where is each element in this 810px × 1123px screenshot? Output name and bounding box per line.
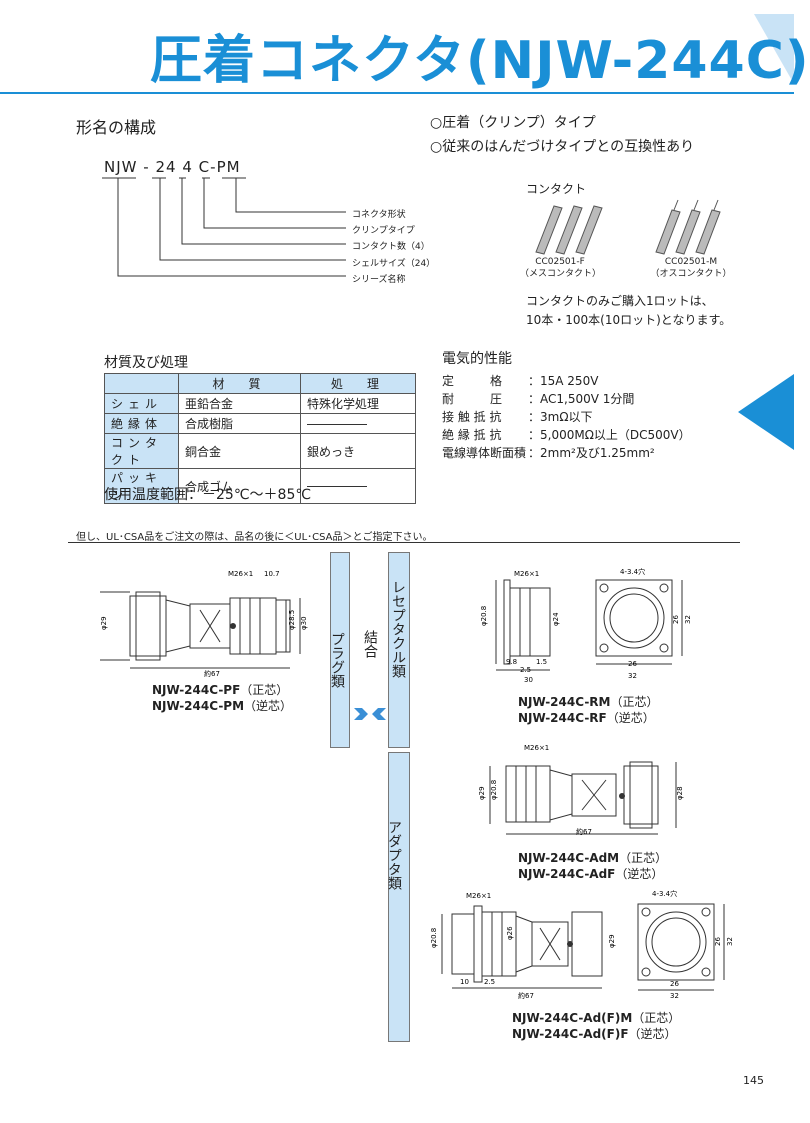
svg-text:φ20.8: φ20.8 <box>490 780 498 800</box>
svg-text:φ29: φ29 <box>100 616 108 630</box>
adapter-f-front-drawing: 4-3.4穴 26 32 26 32 <box>637 889 734 1000</box>
model-legend-lines <box>102 177 346 277</box>
svg-text:26: 26 <box>670 980 679 988</box>
receptacle-side-drawing: M26×1 φ20.8 φ24 9.8 1.5 2.5 30 <box>480 570 560 684</box>
svg-text:M26×1: M26×1 <box>514 570 539 578</box>
plug-drawing: M26×1 10.7 φ29 φ28.5 φ30 約67 <box>100 570 308 678</box>
svg-text:4-3.4穴: 4-3.4穴 <box>620 567 645 576</box>
table-row: 絶縁体 合成樹脂 <box>104 413 416 434</box>
svg-text:9.8: 9.8 <box>506 658 517 666</box>
page-title: 圧着コネクタ(NJW-244C) <box>150 31 810 91</box>
code-part-contacts: 4 <box>182 158 193 176</box>
svg-text:32: 32 <box>726 937 734 946</box>
table-row: シェル 亜鉛合金 特殊化学処理 <box>104 393 416 414</box>
adapter-band <box>388 752 410 1042</box>
contact-heading: コンタクト <box>526 182 587 196</box>
perf-row-rating: 定 格：15A 250V <box>442 374 599 388</box>
code-part-series: NJW <box>104 158 138 176</box>
perf-row-insulation: 絶 縁 抵 抗：5,000MΩ以上（DC500V） <box>442 428 691 442</box>
code-part-shell: 24 <box>155 158 177 176</box>
male-contact-caption: CC02501-M （オスコンタクト） <box>650 257 732 279</box>
title-rule <box>0 92 794 94</box>
order-note: 但し、UL･CSA品をご注文の際は、品名の後に＜UL･CSA品＞とご指定下さい。 <box>76 532 433 543</box>
svg-text:10.7: 10.7 <box>264 570 280 578</box>
male-contact-image <box>655 199 721 255</box>
svg-text:φ29: φ29 <box>478 786 486 800</box>
contact-note: コンタクトのみご購入1ロットは、 10本・100本(10ロット)となります。 <box>526 294 732 327</box>
svg-text:2.5: 2.5 <box>484 978 495 986</box>
svg-text:26: 26 <box>628 660 637 668</box>
svg-text:30: 30 <box>524 676 533 684</box>
perf-row-contact-resistance: 接 触 抵 抗：3mΩ以下 <box>442 410 593 424</box>
svg-text:φ29: φ29 <box>608 934 616 948</box>
receptacle-band-label: レセプタクル類 <box>390 580 406 678</box>
svg-text:φ26: φ26 <box>506 926 514 940</box>
svg-text:2.5: 2.5 <box>520 666 531 674</box>
svg-text:φ28: φ28 <box>676 786 684 800</box>
code-part-shape: PM <box>216 158 241 176</box>
svg-text:1.5: 1.5 <box>536 658 547 666</box>
table-row: パッキン 合成ゴム <box>104 468 416 504</box>
svg-text:φ24: φ24 <box>552 612 560 626</box>
table-row: コンタクト 銅合金 銀めっき <box>104 433 416 469</box>
join-arrows-icon <box>354 708 386 720</box>
table-header-row: 材 質 処 理 <box>104 373 416 394</box>
page-number: 145 <box>743 1074 764 1087</box>
svg-text:約67: 約67 <box>576 827 592 836</box>
corner-decoration <box>754 14 794 84</box>
plug-caption: NJW-244C-PF（正芯） NJW-244C-PM（逆芯） <box>152 683 293 713</box>
note-rule <box>68 542 740 543</box>
svg-text:4-3.4穴: 4-3.4穴 <box>652 889 677 898</box>
svg-text:M26×1: M26×1 <box>524 744 549 752</box>
svg-text:φ30: φ30 <box>300 616 308 630</box>
join-label: 結合 <box>362 630 378 658</box>
feature-list: ○圧着（クリンプ）タイプ ○従来のはんだづけタイプとの互換性あり <box>430 115 695 155</box>
svg-text:φ20.8: φ20.8 <box>430 928 438 948</box>
female-contact-caption: CC02501-F （メスコンタクト） <box>520 257 602 279</box>
side-tab-decoration <box>738 374 794 450</box>
svg-text:32: 32 <box>684 615 692 624</box>
adapter-band-label: アダプタ類 <box>386 820 402 890</box>
female-contact-image <box>535 205 603 255</box>
svg-text:M26×1: M26×1 <box>228 570 253 578</box>
perf-row-withstand: 耐 圧：AC1,500V 1分間 <box>442 392 635 406</box>
svg-text:約67: 約67 <box>518 991 534 1000</box>
adapter-f-caption: NJW-244C-Ad(F)M（正芯） NJW-244C-Ad(F)F（逆芯） <box>512 1011 681 1041</box>
svg-text:10: 10 <box>460 978 469 986</box>
receptacle-band <box>388 552 410 748</box>
materials-table: 材 質 処 理 シェル 亜鉛合金 特殊化学処理 絶縁体 合成樹脂 コンタクト 銅… <box>104 373 416 504</box>
temperature-range: 使用温度範囲：－25℃～＋85℃ <box>104 487 312 503</box>
svg-text:26: 26 <box>714 937 722 946</box>
code-part-crimp: C <box>198 158 211 176</box>
model-heading: 形名の構成 <box>76 118 157 137</box>
plug-band <box>330 552 350 748</box>
svg-text:約67: 約67 <box>204 669 220 678</box>
svg-text:M26×1: M26×1 <box>466 892 491 900</box>
adapter-drawing: M26×1 φ29 φ20.8 φ28 約67 <box>478 744 684 836</box>
plug-band-label: プラグ類 <box>329 632 345 688</box>
electrical-heading: 電気的性能 <box>442 351 512 367</box>
materials-heading: 材質及び処理 <box>104 355 188 371</box>
receptacle-caption: NJW-244C-RM（正芯） NJW-244C-RF（逆芯） <box>518 695 659 725</box>
model-legend: コネクタ形状 クリンプタイプ コンタクト数（4） シェルサイズ（24） シリーズ… <box>352 210 436 285</box>
receptacle-front-drawing: 4-3.4穴 26 32 26 32 <box>595 567 692 680</box>
svg-text:φ20.8: φ20.8 <box>480 606 488 626</box>
svg-text:32: 32 <box>628 672 637 680</box>
perf-row-wire-section: 電線導体断面積：2mm²及び1.25mm² <box>442 446 655 460</box>
model-code: NJW - 24 4 C-PM <box>104 158 241 176</box>
svg-text:φ28.5: φ28.5 <box>288 610 296 630</box>
adapter-caption: NJW-244C-AdM（正芯） NJW-244C-AdF（逆芯） <box>518 851 668 881</box>
svg-text:26: 26 <box>672 615 680 624</box>
adapter-f-side-drawing: M26×1 φ20.8 φ26 φ29 10 2.5 約67 <box>430 892 616 1000</box>
svg-text:32: 32 <box>670 992 679 1000</box>
